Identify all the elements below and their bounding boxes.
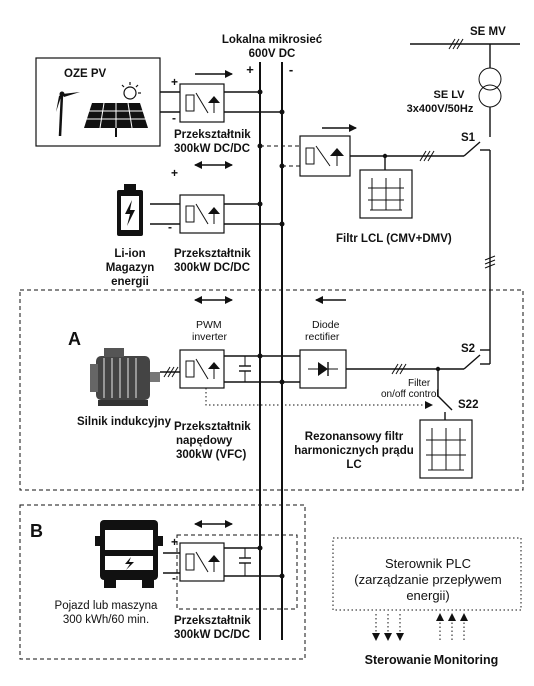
lv-three-phase-marks <box>484 255 496 269</box>
battery-label-2: Magazyn <box>106 262 155 274</box>
monitoring-arrows <box>436 613 468 640</box>
lcl-filter-label: Filtr LCL (CMV+DMV) <box>336 233 452 245</box>
switch-s22-label: S22 <box>458 399 478 411</box>
microgrid-title: Lokalna mikrosieć <box>222 34 323 46</box>
transformer-secondary <box>478 84 502 108</box>
drive-converter-label-2: napędowy <box>176 435 233 447</box>
control-arrows <box>372 614 404 641</box>
switch-s2-label: S2 <box>461 343 475 355</box>
solar-panel-icon <box>84 82 148 137</box>
pwm-inverter <box>179 349 225 389</box>
control-label: Sterowanie <box>365 653 432 667</box>
grid-lv-voltage: 3x400V/50Hz <box>407 103 474 115</box>
diode-label-2: rectifier <box>305 331 340 343</box>
battery-minus: - <box>168 220 172 234</box>
vehicle-converter <box>179 542 225 582</box>
resonant-filter-box <box>419 419 473 479</box>
plc-label-3: energii) <box>406 588 449 603</box>
switch-s22 <box>437 395 453 411</box>
vehicle-label-1: Pojazd lub maszyna <box>55 600 159 612</box>
switch-s1-label: S1 <box>461 132 476 144</box>
pv-minus: - <box>172 111 176 125</box>
battery-label-3: energii <box>111 276 149 288</box>
lcl-filter-box <box>359 169 413 219</box>
bus-minus-label: - <box>289 62 293 77</box>
monitoring-label: Monitoring <box>434 653 499 667</box>
diode-rectifier <box>299 349 347 389</box>
pv-plus: + <box>171 75 178 89</box>
resonant-filter-label-3: LC <box>346 459 361 471</box>
vehicle-label-2: 300 kWh/60 min. <box>63 614 149 626</box>
bus-plus-label: + <box>246 62 254 77</box>
vehicle-minus: - <box>172 571 176 585</box>
filter-control-label-2: on/off control <box>381 389 439 400</box>
switch-s1 <box>463 141 481 157</box>
vehicle-dc-capacitor <box>239 548 251 576</box>
pwm-label-2: inverter <box>192 331 228 343</box>
drive-converter-label-1: Przekształtnik <box>174 421 251 433</box>
grid-lv-title: SE LV <box>434 89 466 101</box>
wind-turbine-icon <box>48 80 80 137</box>
vehicle-converter-frame <box>176 534 298 610</box>
plc-box <box>332 537 522 611</box>
vehicle-icon <box>95 520 163 588</box>
section-b-label: B <box>30 521 43 541</box>
pv-converter-label-2: 300kW DC/DC <box>174 143 250 155</box>
pwm-label-1: PWM <box>196 319 222 331</box>
diode-label-1: Diode <box>312 319 340 331</box>
section-a-frame <box>19 289 524 491</box>
motor-icon <box>90 348 160 406</box>
battery-plus: + <box>171 166 178 180</box>
pv-converter-label-1: Przekształtnik <box>174 129 251 141</box>
transformer-primary <box>478 67 502 91</box>
resonant-filter-label-1: Rezonansowy filtr <box>305 431 404 443</box>
grid-converter <box>299 135 351 177</box>
microgrid-voltage: 600V DC <box>249 48 296 60</box>
vehicle-plus: + <box>171 535 178 549</box>
battery-converter-label-2: 300kW DC/DC <box>174 262 250 274</box>
vehicle-converter-label-1: Przekształtnik <box>174 615 251 627</box>
filter-control-signal <box>205 388 433 409</box>
plc-label-2: (zarządzanie przepływem <box>354 572 501 587</box>
section-b-frame <box>19 504 306 660</box>
pv-converter <box>179 83 225 123</box>
battery-label-1: Li-ion <box>114 248 145 260</box>
pv-source-label: OZE PV <box>64 68 107 80</box>
drive-converter-label-3: 300kW (VFC) <box>176 449 246 461</box>
battery-icon <box>117 184 143 236</box>
motor-label: Silnik indukcyjny <box>77 416 172 428</box>
switch-s2 <box>463 354 481 370</box>
resonant-filter-label-2: harmonicznych prądu <box>294 445 414 457</box>
mv-three-phase-marks <box>448 38 464 50</box>
battery-converter <box>179 194 225 234</box>
vehicle-converter-label-2: 300kW DC/DC <box>174 629 250 641</box>
section-a-label: A <box>68 329 81 349</box>
pv-source-box <box>35 57 161 147</box>
filter-control-label-1: Filter <box>408 378 431 389</box>
battery-converter-label-1: Przekształtnik <box>174 248 251 260</box>
grid-mv-label: SE MV <box>470 26 506 38</box>
plc-label-1: Sterownik PLC <box>385 556 471 571</box>
dc-link-capacitor <box>239 356 251 382</box>
